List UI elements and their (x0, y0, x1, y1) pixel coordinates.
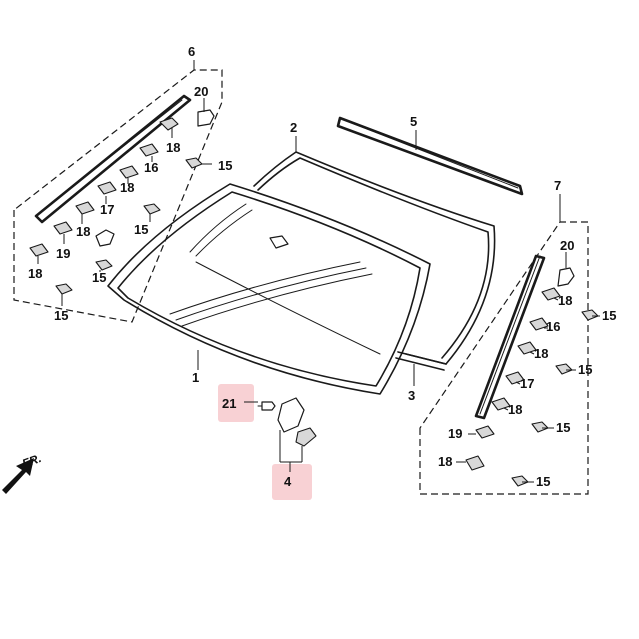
leader-lines (37, 60, 600, 483)
callout-15: 15 (536, 474, 550, 489)
callout-15: 15 (602, 308, 616, 323)
callout-15: 15 (92, 270, 106, 285)
callout-15: 15 (54, 308, 68, 323)
callout-18: 18 (28, 266, 42, 281)
windshield-glass-1 (107, 183, 431, 395)
right-pillar-group (419, 221, 599, 495)
callout-18: 18 (76, 224, 90, 239)
callout-15: 15 (218, 158, 232, 173)
highlight-21 (218, 384, 254, 422)
front-direction-arrow: FR. (2, 451, 43, 494)
callout-16-left: 16 (144, 160, 158, 175)
callout-5: 5 (410, 114, 417, 129)
callout-18: 18 (438, 454, 452, 469)
callout-2: 2 (290, 120, 297, 135)
clip-20-left (197, 109, 215, 127)
callout-21: 21 (222, 396, 236, 411)
callout-15: 15 (556, 420, 570, 435)
callout-4: 4 (284, 474, 292, 489)
fr-label: FR. (20, 451, 43, 471)
callout-18: 18 (508, 402, 522, 417)
callout-16-right: 16 (546, 319, 560, 334)
callout-18: 18 (120, 180, 134, 195)
callout-17-right: 17 (520, 376, 534, 391)
windshield-molding-2 (253, 151, 496, 365)
callout-6: 6 (188, 44, 195, 59)
callout-17-left: 17 (100, 202, 114, 217)
top-molding-5 (336, 116, 524, 196)
callout-18: 18 (166, 140, 180, 155)
left-pillar-group (13, 69, 223, 323)
screw-21 (257, 401, 276, 411)
callout-20-left: 20 (194, 84, 208, 99)
bracket-4 (277, 397, 317, 447)
callout-15: 15 (578, 362, 592, 377)
callout-19-left: 19 (56, 246, 70, 261)
callout-numbers: 6 20 18 16 18 17 18 19 18 15 15 15 15 2 … (28, 44, 616, 489)
callout-1: 1 (192, 370, 199, 385)
dam-rubber-3 (395, 351, 447, 371)
callout-18: 18 (558, 293, 572, 308)
callout-3: 3 (408, 388, 415, 403)
callout-18: 18 (534, 346, 548, 361)
highlight-4 (272, 464, 312, 500)
callout-19-right: 19 (448, 426, 462, 441)
callout-15: 15 (134, 222, 148, 237)
callout-20-right: 20 (560, 238, 574, 253)
callout-7: 7 (554, 178, 561, 193)
